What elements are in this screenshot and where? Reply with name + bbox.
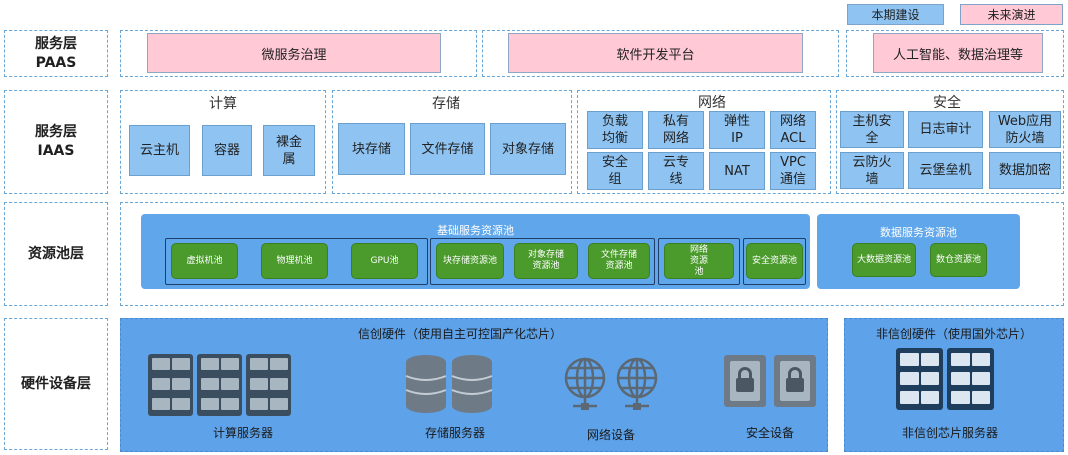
compute-server-icon xyxy=(148,354,291,416)
security-item-audit: 日志审计 xyxy=(908,111,983,148)
xinchuang-title: 信创硬件（使用自主可控国产化芯片） xyxy=(357,327,562,341)
compute-title: 计算 xyxy=(209,96,237,112)
network-item-lb: 负载均衡 xyxy=(587,111,643,149)
compute-server-label: 计算服务器 xyxy=(212,426,273,440)
compute-item-container: 容器 xyxy=(202,125,252,176)
pool-item-physical: 物理机池 xyxy=(261,243,328,279)
paas-item-devplatform: 软件开发平台 xyxy=(508,33,803,73)
pool-item-security: 安全资源池 xyxy=(746,243,803,279)
pool-item-block: 块存储资源池 xyxy=(436,243,504,279)
network-item-vpc: 私有网络 xyxy=(648,111,704,149)
pool-item-object: 对象存储资源池 xyxy=(514,243,578,279)
network-device-label: 网络设备 xyxy=(586,428,635,442)
storage-pool-frame xyxy=(430,238,655,285)
paas-row-label: 服务层 PAAS xyxy=(4,30,108,77)
iaas-row-label: 服务层 IAAS xyxy=(4,90,108,194)
security-item-fw: 云防火墙 xyxy=(840,152,904,189)
storage-server-label: 存储服务器 xyxy=(424,426,485,440)
network-item-acl: 网络ACL xyxy=(770,111,816,149)
security-device-label: 安全设备 xyxy=(745,426,794,440)
network-device-icon xyxy=(564,357,658,410)
data-pool: 数据服务资源池 xyxy=(817,214,1020,289)
pool-item-dw: 数仓资源池 xyxy=(930,243,987,277)
network-title: 网络 xyxy=(698,95,726,111)
compute-item-vm: 云主机 xyxy=(129,125,190,176)
security-pool-frame xyxy=(743,238,806,285)
security-item-host: 主机安全 xyxy=(840,111,904,148)
iaas-label-line1: 服务层 xyxy=(35,124,77,140)
storage-server-icon xyxy=(405,355,493,413)
paas-item-microservice: 微服务治理 xyxy=(147,33,441,73)
network-item-nat: NAT xyxy=(709,152,765,190)
pool-row-label: 资源池层 xyxy=(4,202,108,306)
security-title: 安全 xyxy=(933,95,961,111)
pool-item-gpu: GPU池 xyxy=(351,243,418,279)
legend-current: 本期建设 xyxy=(847,4,944,25)
pool-item-vm: 虚拟机池 xyxy=(171,243,238,279)
network-item-dc: 云专线 xyxy=(648,152,704,190)
paas-label-line2: PAAS xyxy=(35,54,77,71)
storage-title: 存储 xyxy=(432,96,460,112)
security-item-bastion: 云堡垒机 xyxy=(908,152,983,189)
basic-pool-title: 基础服务资源池 xyxy=(437,224,514,237)
non-xinchuang-server-icon xyxy=(896,348,994,410)
storage-item-block: 块存储 xyxy=(338,123,405,175)
non-xinchuang-server-label: 非信创芯片服务器 xyxy=(901,426,998,440)
storage-item-file: 文件存储 xyxy=(410,123,485,175)
security-item-encrypt: 数据加密 xyxy=(989,152,1061,189)
hardware-label: 硬件设备层 xyxy=(21,375,91,392)
hardware-row-label: 硬件设备层 xyxy=(4,318,108,450)
legend-future: 未来演进 xyxy=(960,4,1063,25)
compute-pool-frame xyxy=(165,238,428,285)
network-item-vpc-comm: VPC通信 xyxy=(770,152,816,190)
pool-label: 资源池层 xyxy=(28,245,84,262)
pool-item-bigdata: 大数据资源池 xyxy=(852,243,916,277)
storage-item-object: 对象存储 xyxy=(490,123,566,175)
data-pool-title: 数据服务资源池 xyxy=(880,226,957,239)
security-device-icon xyxy=(724,355,816,407)
iaas-label-line2: IAAS xyxy=(37,143,75,159)
network-pool-frame xyxy=(658,238,740,285)
non-xinchuang-title: 非信创硬件（使用国外芯片） xyxy=(875,327,1032,341)
paas-item-ai: 人工智能、数据治理等 xyxy=(873,33,1043,73)
security-item-waf: Web应用防火墙 xyxy=(989,111,1061,148)
paas-label-line1: 服务层 xyxy=(35,35,77,52)
network-item-sg: 安全组 xyxy=(587,152,643,190)
pool-item-file: 文件存储资源池 xyxy=(588,243,650,279)
network-item-eip: 弹性IP xyxy=(709,111,765,149)
pool-item-network: 网络资源池 xyxy=(664,243,734,279)
compute-item-baremetal: 裸金属 xyxy=(263,125,315,176)
